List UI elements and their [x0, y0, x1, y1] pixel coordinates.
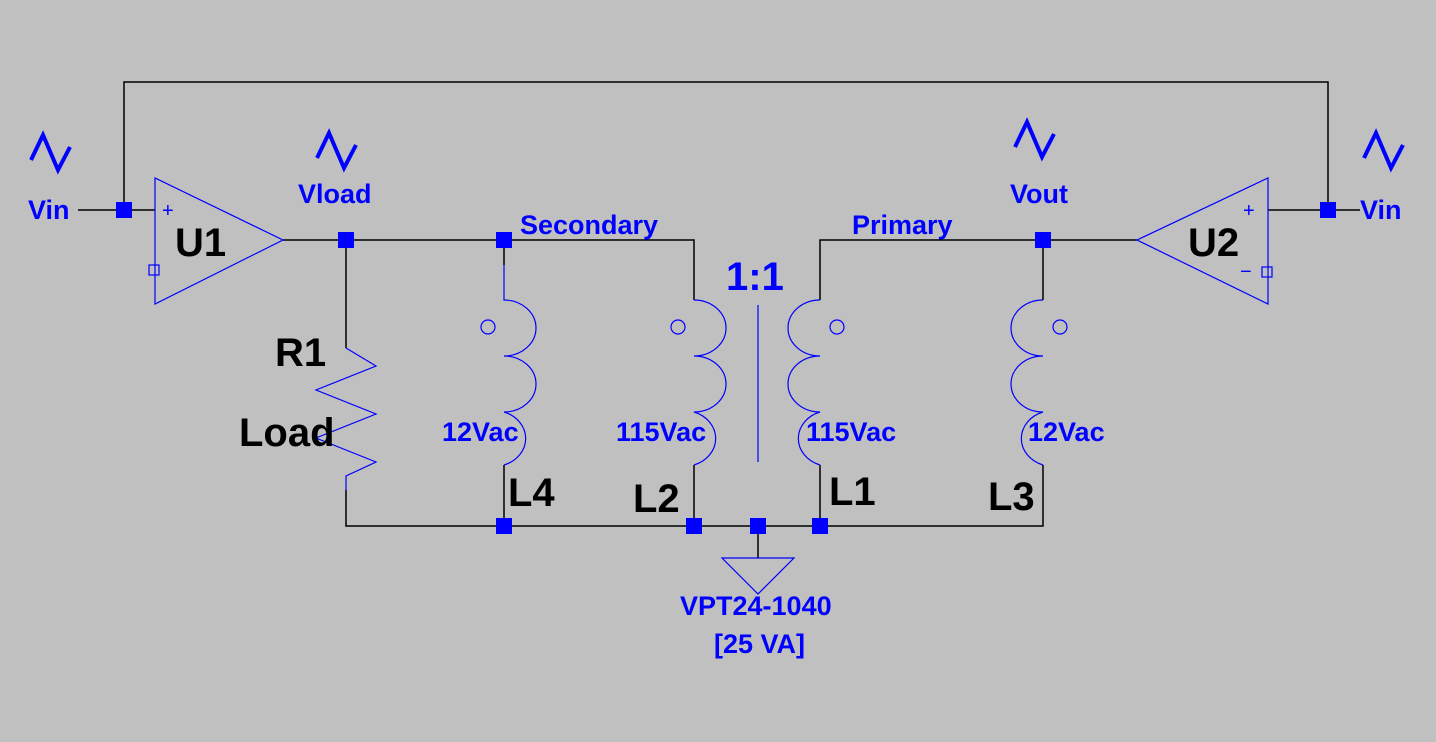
transformer-ratio: 1:1 — [726, 255, 784, 299]
net-label-vload: Vload — [298, 179, 372, 209]
sine-icons — [29, 117, 1405, 175]
sine-source-icon — [315, 128, 358, 173]
nodes — [116, 202, 1336, 534]
feedback-wire — [123, 81, 1329, 210]
inductor-icon — [503, 265, 537, 466]
sine-source-icon — [1362, 128, 1405, 173]
opamp-minus-pin — [148, 264, 160, 276]
inductor-ref: L4 — [508, 471, 555, 515]
junction-node[interactable] — [338, 232, 354, 248]
inductor-value: 12Vac — [442, 417, 519, 447]
opamp-minus-pin — [1261, 266, 1273, 278]
junction-node[interactable] — [812, 518, 828, 534]
inductor-icon — [1010, 299, 1044, 466]
junction-node[interactable] — [496, 232, 512, 248]
inductor-l2[interactable]: 115Vac L2 — [616, 299, 727, 521]
inductor-l4[interactable]: 12Vac L4 — [442, 265, 555, 515]
inductor-dot — [1052, 319, 1068, 335]
amplifier-u2[interactable]: + − U2 — [1135, 177, 1273, 305]
net-label-secondary: Secondary — [520, 210, 658, 240]
inductor-dot — [480, 319, 496, 335]
net-label-vin-left: Vin — [28, 195, 70, 225]
transformer: 1:1 — [726, 255, 784, 462]
resistor-ref: R1 — [275, 331, 326, 375]
junction-node[interactable] — [1320, 202, 1336, 218]
opamp-minus-label: − — [1240, 261, 1252, 283]
junction-node[interactable] — [496, 518, 512, 534]
junction-node[interactable] — [686, 518, 702, 534]
inductor-icon — [787, 299, 821, 466]
ground[interactable]: VPT24-1040 [25 VA] — [680, 557, 832, 659]
sine-source-icon — [29, 130, 72, 175]
inductor-ref: L3 — [988, 475, 1035, 519]
ground-icon — [720, 557, 796, 595]
inductor-ref: L2 — [633, 477, 680, 521]
wire-primary — [819, 239, 1137, 300]
amplifier-ref: U1 — [175, 221, 226, 265]
wire-l2-top — [504, 239, 695, 300]
net-labels: Vin Vin Vload Vout Secondary Primary — [28, 179, 1402, 240]
net-label-primary: Primary — [852, 210, 953, 240]
amplifier-u1[interactable]: + U1 — [148, 177, 285, 305]
opamp-plus-label: + — [162, 200, 174, 222]
net-label-vout: Vout — [1010, 179, 1068, 209]
junction-node[interactable] — [116, 202, 132, 218]
resistor-r1[interactable]: R1 Load — [239, 331, 378, 490]
inductor-l1[interactable]: 115Vac L1 — [787, 299, 896, 514]
sine-source-icon — [1013, 117, 1056, 162]
inductor-value: 12Vac — [1028, 417, 1105, 447]
transformer-part: VPT24-1040 — [680, 591, 832, 621]
inductor-l3[interactable]: 12Vac L3 — [988, 299, 1105, 519]
inductor-dot — [670, 319, 686, 335]
inductor-value: 115Vac — [806, 417, 896, 447]
inductor-value: 115Vac — [616, 417, 706, 447]
net-label-vin-right: Vin — [1360, 195, 1402, 225]
junction-node[interactable] — [750, 518, 766, 534]
inductor-icon — [693, 299, 727, 466]
junction-node[interactable] — [1035, 232, 1051, 248]
inductor-ref: L1 — [829, 470, 876, 514]
resistor-value: Load — [239, 411, 335, 455]
wire-secondary — [283, 239, 505, 265]
transformer-rating: [25 VA] — [714, 629, 805, 659]
inductor-dot — [829, 319, 845, 335]
amplifier-ref: U2 — [1188, 221, 1239, 265]
opamp-plus-label: + — [1243, 200, 1255, 222]
opamp-icon — [154, 177, 285, 305]
resistor-icon — [314, 347, 378, 490]
opamp-icon — [1135, 177, 1269, 305]
wires — [78, 81, 1360, 558]
